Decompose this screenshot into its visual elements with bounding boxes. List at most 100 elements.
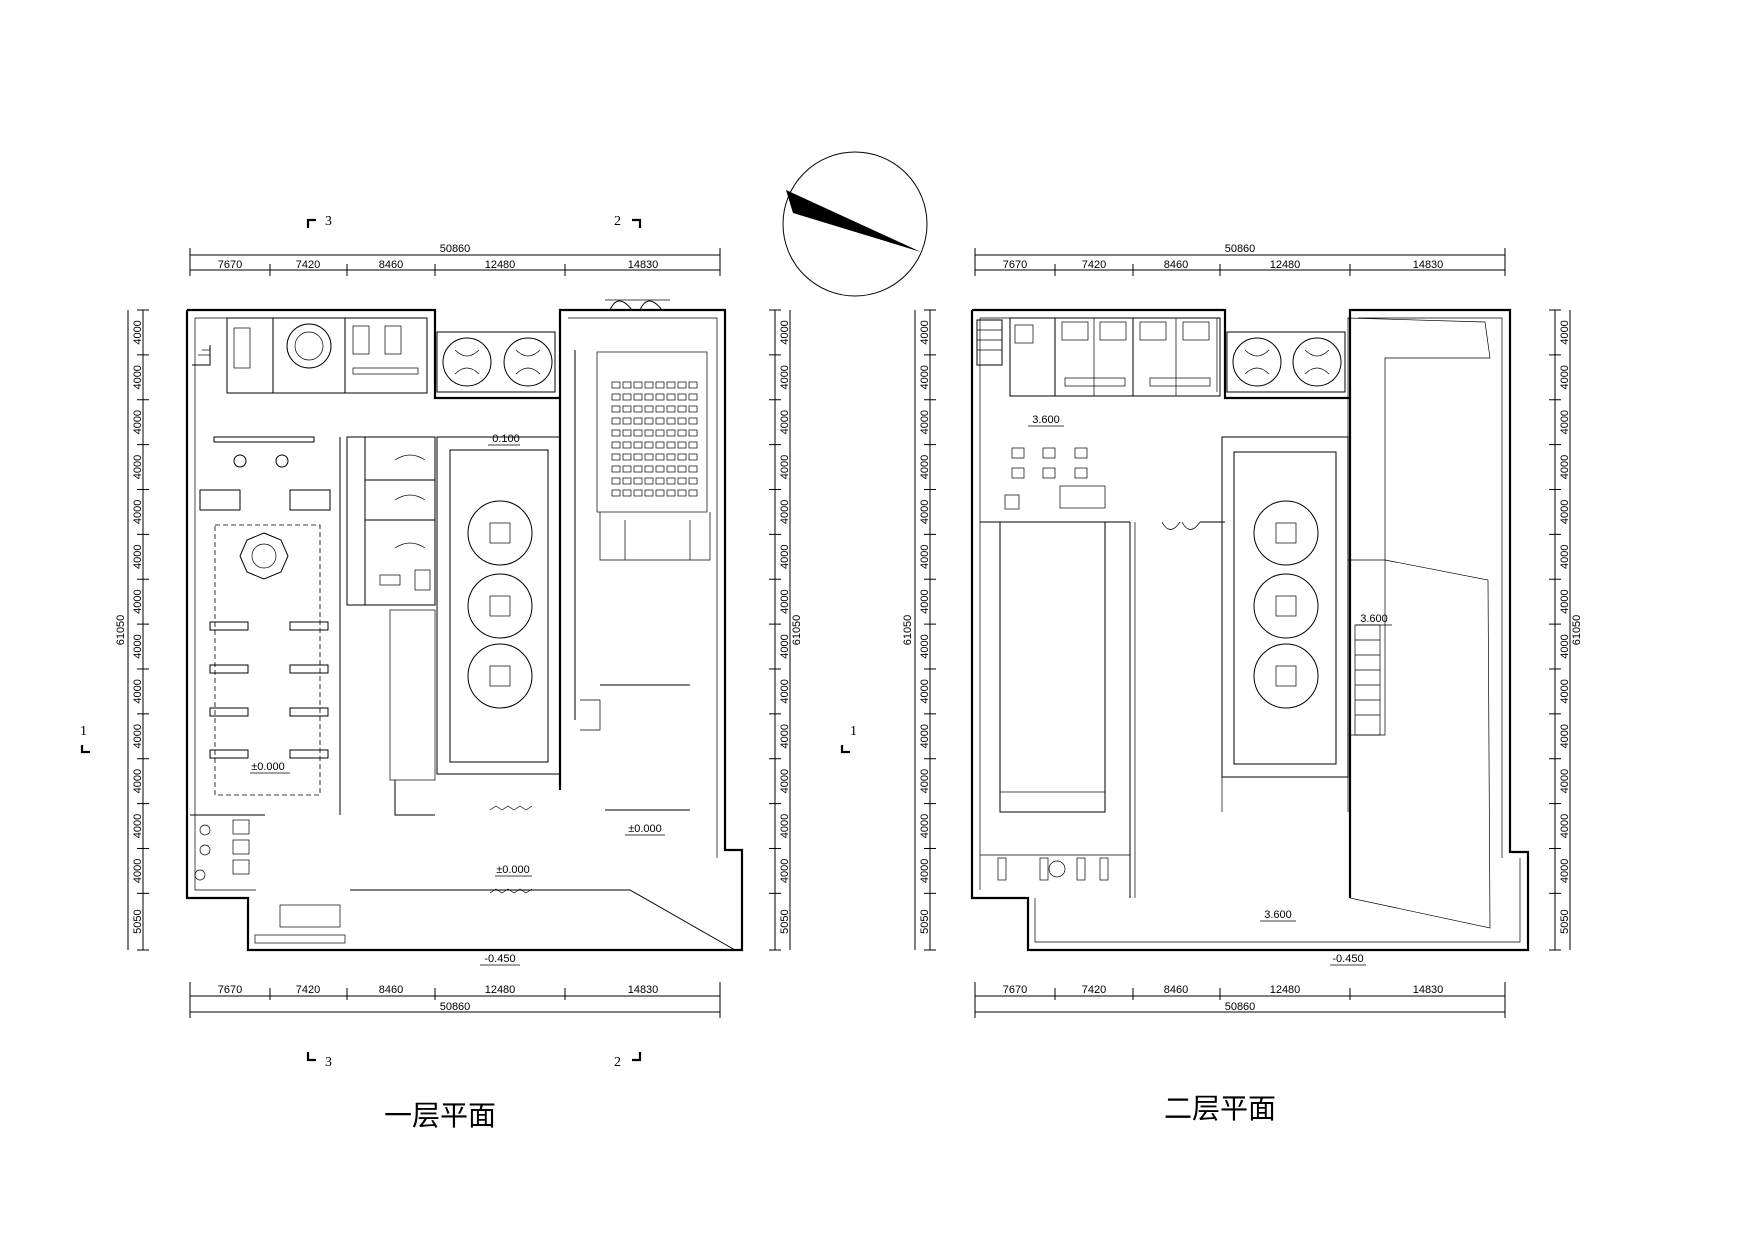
auditorium-seating-1	[611, 381, 698, 497]
span-label: 4000	[1559, 859, 1571, 883]
overall-width-label: 50860	[1225, 1001, 1256, 1013]
span-label: 4000	[919, 589, 931, 613]
span-label: 4000	[919, 814, 931, 838]
bottom-dimensions-1: 7670 7420 8460 12480 14830 50860	[189, 982, 721, 1018]
void-atrium-2	[980, 521, 1225, 898]
lounge-2: 3.600	[1004, 414, 1106, 510]
seat-icon	[633, 417, 643, 425]
seat-icon	[677, 429, 687, 437]
seat-icon	[611, 465, 621, 473]
span-label: 4000	[919, 769, 931, 793]
seat-icon	[611, 477, 621, 485]
span-label: 4000	[132, 769, 144, 793]
span-label: 4000	[1559, 679, 1571, 703]
seat-icon	[688, 453, 698, 461]
seat-icon	[677, 441, 687, 449]
seat-icon	[622, 381, 632, 389]
span-label: 4000	[1559, 410, 1571, 434]
span-label: 12480	[485, 259, 516, 271]
level-label: 3.600	[1032, 414, 1060, 426]
level-label: ±0.000	[496, 864, 530, 876]
span-label: 14830	[628, 984, 659, 996]
seat-icon	[677, 477, 687, 485]
stair-1	[192, 345, 211, 366]
span-label: 4000	[132, 634, 144, 658]
level-label: -0.450	[484, 953, 515, 965]
span-label: 7670	[1003, 984, 1027, 996]
seat-icon	[644, 393, 654, 401]
span-label: 4000	[919, 724, 931, 748]
span-label: 7420	[1082, 259, 1106, 271]
section-mark: 1	[850, 724, 857, 739]
seat-icon	[644, 453, 654, 461]
seat-icon	[622, 465, 632, 473]
span-label: 4000	[132, 365, 144, 389]
seat-icon	[633, 441, 643, 449]
seat-icon	[677, 417, 687, 425]
span-label: 14830	[1413, 984, 1444, 996]
floor-plan-1: 50860 7670 7420 8460 12480 14830 7670 74…	[80, 214, 803, 1132]
seat-icon	[611, 489, 621, 497]
seat-icon	[633, 453, 643, 461]
seat-icon	[655, 381, 665, 389]
bottom-strip-2: 3.600 -0.450	[980, 854, 1366, 966]
seat-icon	[633, 405, 643, 413]
seat-icon	[655, 417, 665, 425]
right-dimensions-2: 61050 4000400040004000400040004000400040…	[1549, 309, 1583, 951]
seat-icon	[677, 465, 687, 473]
level-label: -0.450	[1332, 953, 1363, 965]
seat-icon	[622, 441, 632, 449]
seat-icon	[622, 477, 632, 485]
span-label: 7420	[296, 259, 320, 271]
building-outline-2	[970, 308, 1530, 952]
seat-icon	[677, 393, 687, 401]
span-label: 4000	[779, 769, 791, 793]
seat-icon	[611, 405, 621, 413]
exhibition-hall-1: ±0.000	[209, 524, 329, 796]
span-label: 14830	[628, 259, 659, 271]
span-label: 4000	[132, 320, 144, 344]
top-dimensions-2: 50860 7670 7420 8460 12480 14830	[974, 243, 1506, 276]
seat-icon	[655, 405, 665, 413]
fan-units-top-2	[1226, 331, 1346, 393]
seat-icon	[644, 429, 654, 437]
seat-icon	[655, 465, 665, 473]
seat-icon	[622, 405, 632, 413]
span-label: 12480	[1270, 259, 1301, 271]
span-label: 7670	[1003, 259, 1027, 271]
left-dimensions-1: 61050 4000400040004000400040004000400040…	[115, 309, 149, 951]
overall-width-label: 50860	[440, 1001, 471, 1013]
span-label: 4000	[1559, 769, 1571, 793]
seat-icon	[655, 489, 665, 497]
lounge-1	[194, 819, 346, 944]
interior-walls-1	[190, 350, 736, 951]
seat-icon	[688, 381, 698, 389]
seat-icon	[644, 381, 654, 389]
level-label: 3.600	[1264, 909, 1292, 921]
span-label: 7670	[218, 259, 242, 271]
seat-icon	[622, 489, 632, 497]
span-label: 5050	[1559, 909, 1571, 933]
seat-icon	[611, 441, 621, 449]
office-rooms-2	[1009, 317, 1221, 397]
span-label: 4000	[779, 500, 791, 524]
seat-icon	[644, 441, 654, 449]
span-label: 4000	[1559, 724, 1571, 748]
fan-units-top-1	[436, 331, 556, 393]
seat-icon	[655, 477, 665, 485]
seat-icon	[611, 417, 621, 425]
seat-icon	[633, 477, 643, 485]
span-label: 4000	[1559, 455, 1571, 479]
seat-icon	[666, 477, 676, 485]
seat-icon	[688, 489, 698, 497]
seat-icon	[633, 381, 643, 389]
section-mark: 2	[614, 1055, 621, 1070]
section-mark: 3	[325, 1055, 332, 1070]
seat-icon	[633, 393, 643, 401]
overall-width-label: 50860	[440, 243, 471, 255]
span-label: 4000	[919, 320, 931, 344]
seat-icon	[633, 465, 643, 473]
overall-depth-label: 61050	[902, 615, 914, 646]
level-label: 3.600	[1360, 613, 1388, 625]
seat-icon	[644, 417, 654, 425]
